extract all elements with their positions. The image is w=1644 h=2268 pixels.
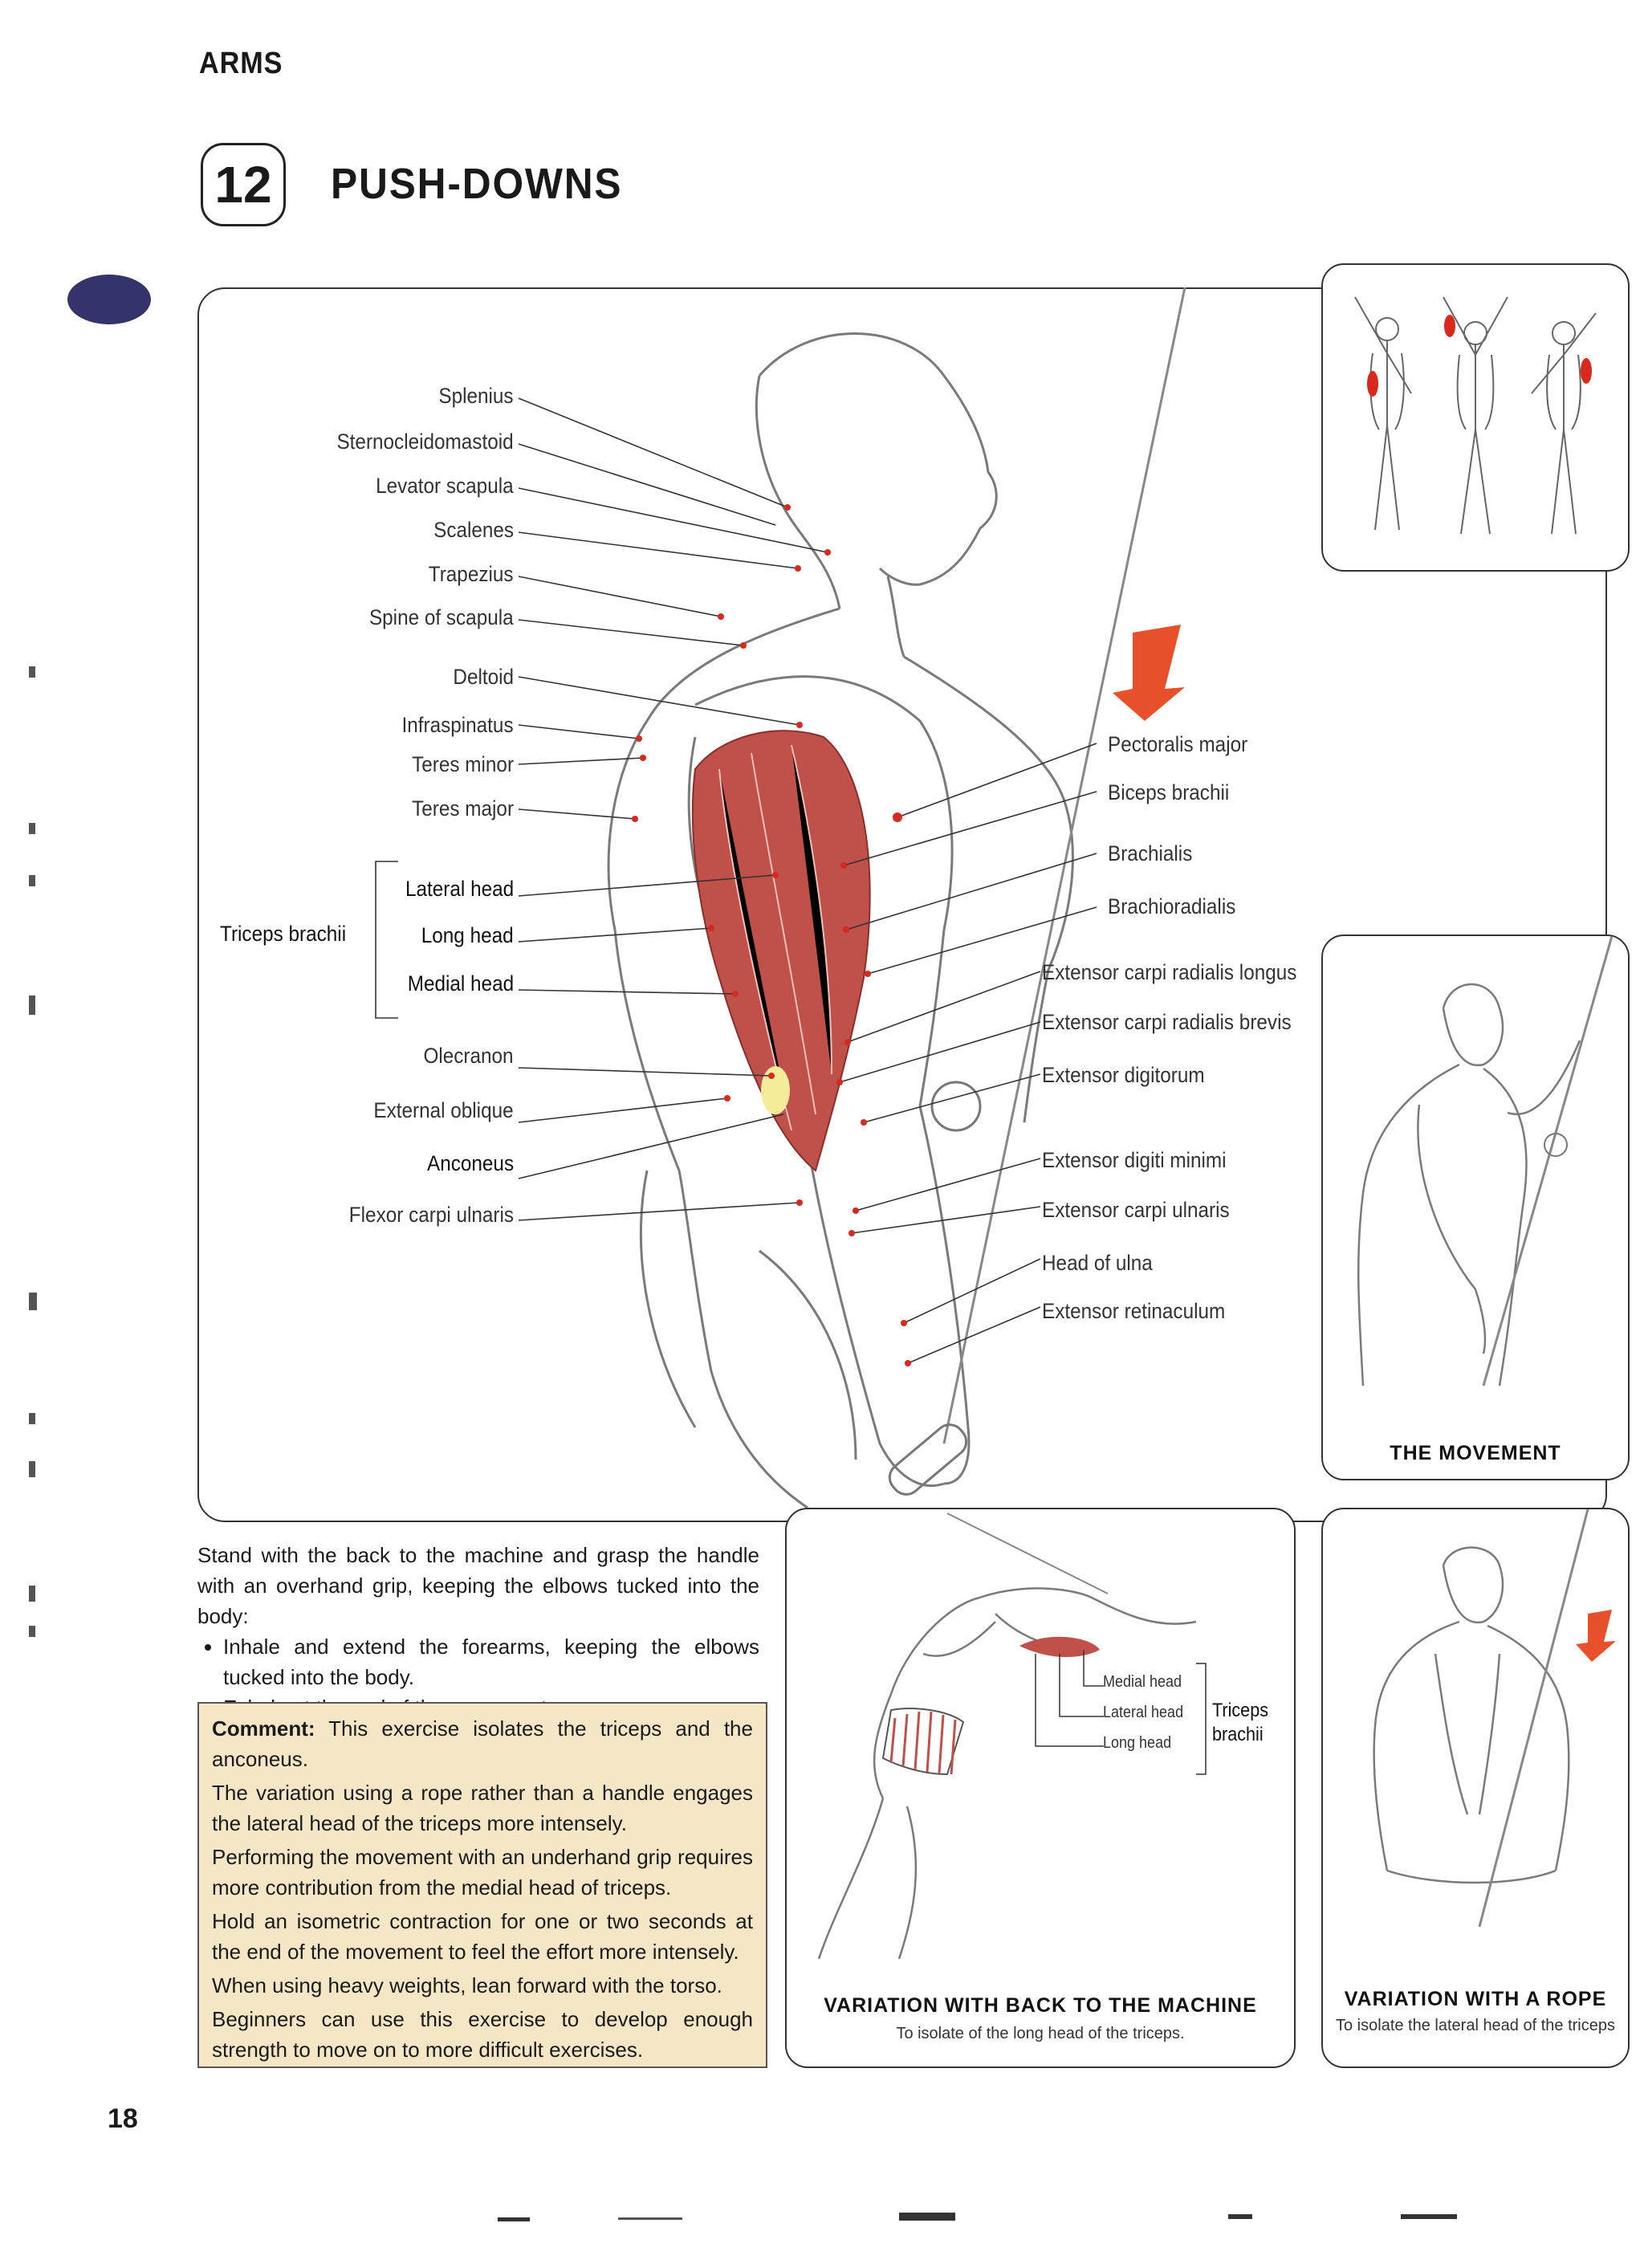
- label-extensor-carpi-radialis-brevis: Extensor carpi radialis brevis: [1042, 1010, 1292, 1034]
- label-splenius: Splenius: [438, 384, 514, 408]
- label-olecranon: Olecranon: [423, 1044, 514, 1068]
- label-variation-long-head: Long head: [1103, 1734, 1172, 1752]
- label-extensor-retinaculum: Extensor retinaculum: [1042, 1299, 1226, 1323]
- label-pectoralis-major: Pectoralis major: [1108, 732, 1248, 756]
- muscle-map-thumbnail: [1321, 263, 1630, 572]
- label-flexor-carpi-ulnaris: Flexor carpi ulnaris: [348, 1203, 514, 1227]
- scan-artifact: [618, 2217, 682, 2220]
- instructions-intro: Stand with the back to the machine and g…: [197, 1543, 759, 1628]
- comment-label: Comment:: [212, 1716, 315, 1741]
- label-biceps-brachii: Biceps brachii: [1108, 780, 1230, 804]
- margin-mark: [29, 1626, 35, 1637]
- label-trapezius: Trapezius: [429, 562, 514, 586]
- label-extensor-carpi-radialis-longus: Extensor carpi radialis longus: [1042, 960, 1297, 984]
- comment-box: Comment: This exercise isolates the tric…: [197, 1702, 767, 2068]
- label-brachioradialis: Brachioradialis: [1108, 894, 1236, 918]
- scan-artifact: [1228, 2214, 1252, 2219]
- label-triceps-brachii: Triceps brachii: [220, 922, 347, 946]
- label-variation-medial-head: Medial head: [1103, 1673, 1182, 1691]
- label-extensor-digitorum: Extensor digitorum: [1042, 1063, 1205, 1087]
- muscle-figures-icon: [1354, 296, 1597, 535]
- section-label: ARMS: [199, 47, 283, 80]
- comment-paragraph: Hold an isometric contraction for one or…: [212, 1909, 753, 1964]
- label-scalenes: Scalenes: [433, 518, 514, 542]
- movement-caption: THE MOVEMENT: [1390, 1442, 1561, 1464]
- label-extensor-carpi-ulnaris: Extensor carpi ulnaris: [1042, 1198, 1230, 1222]
- label-anconeus: Anconeus: [426, 1151, 514, 1175]
- label-infraspinatus: Infraspinatus: [401, 713, 514, 737]
- margin-mark: [29, 875, 35, 886]
- scan-artifact: [498, 2217, 530, 2221]
- instruction-step: Inhale and extend the forearms, keeping …: [223, 1631, 759, 1692]
- variation-machine-panel: Medial head Lateral head Long head Trice…: [785, 1508, 1296, 2068]
- anatomy-illustration: [375, 287, 1186, 1509]
- variation-rope-subtitle: To isolate the lateral head of the trice…: [1336, 2017, 1615, 2034]
- label-variation-lateral-head: Lateral head: [1103, 1704, 1184, 1721]
- label-lateral-head: Lateral head: [405, 877, 514, 901]
- variation-machine-title: VARIATION WITH BACK TO THE MACHINE: [824, 1994, 1257, 2017]
- variation-rope-illustration: [1373, 1509, 1616, 1928]
- scan-artifact: [1401, 2214, 1457, 2219]
- label-medial-head: Medial head: [407, 971, 514, 996]
- comment-paragraph: When using heavy weights, lean forward w…: [212, 1973, 722, 1997]
- label-external-oblique: External oblique: [373, 1098, 514, 1122]
- variation-rope-title: VARIATION WITH A ROPE: [1344, 1988, 1607, 2010]
- label-spine-of-scapula: Spine of scapula: [369, 605, 514, 629]
- instructions: Stand with the back to the machine and g…: [197, 1540, 759, 1723]
- margin-mark: [29, 1293, 37, 1310]
- label-teres-major: Teres major: [412, 796, 514, 820]
- margin-mark: [29, 823, 35, 834]
- variation-machine-illustration: [817, 1513, 1207, 1960]
- margin-mark: [29, 1461, 35, 1477]
- movement-figure-illustration: [1357, 935, 1613, 1386]
- margin-mark: [29, 1586, 35, 1602]
- exercise-title: PUSH-DOWNS: [331, 160, 623, 208]
- variation-machine-subtitle: To isolate of the long head of the trice…: [896, 2025, 1185, 2042]
- margin-mark: [29, 666, 35, 678]
- comment-paragraph: Performing the movement with an underhan…: [212, 1845, 753, 1900]
- margin-mark: [29, 1413, 35, 1424]
- label-variation-triceps-brachii: Triceps brachii: [1212, 1700, 1269, 1745]
- label-levator-scapula: Levator scapula: [376, 474, 514, 498]
- comment-lead-paragraph: Comment: This exercise isolates the tric…: [212, 1713, 753, 1774]
- label-extensor-digiti-minimi: Extensor digiti minimi: [1042, 1148, 1227, 1172]
- scan-artifact: [899, 2213, 955, 2221]
- chapter-tab-marker: [67, 275, 151, 324]
- label-sternocleidomastoid: Sternocleidomastoid: [336, 430, 514, 454]
- label-head-of-ulna: Head of ulna: [1042, 1251, 1153, 1275]
- comment-paragraph: Beginners can use this exercise to devel…: [212, 2007, 753, 2062]
- exercise-number-badge: 12: [201, 143, 286, 226]
- label-long-head: Long head: [421, 923, 514, 947]
- label-deltoid: Deltoid: [453, 665, 514, 689]
- label-brachialis: Brachialis: [1108, 841, 1193, 865]
- comment-paragraph: The variation using a rope rather than a…: [212, 1781, 753, 1835]
- margin-mark: [29, 996, 35, 1015]
- label-teres-minor: Teres minor: [412, 752, 514, 776]
- variation-rope-panel: VARIATION WITH A ROPE To isolate the lat…: [1321, 1508, 1630, 2068]
- comment-lead: This exercise isolates the triceps and t…: [212, 1716, 753, 1771]
- page-number: 18: [108, 2103, 138, 2134]
- movement-panel: THE MOVEMENT: [1321, 934, 1630, 1480]
